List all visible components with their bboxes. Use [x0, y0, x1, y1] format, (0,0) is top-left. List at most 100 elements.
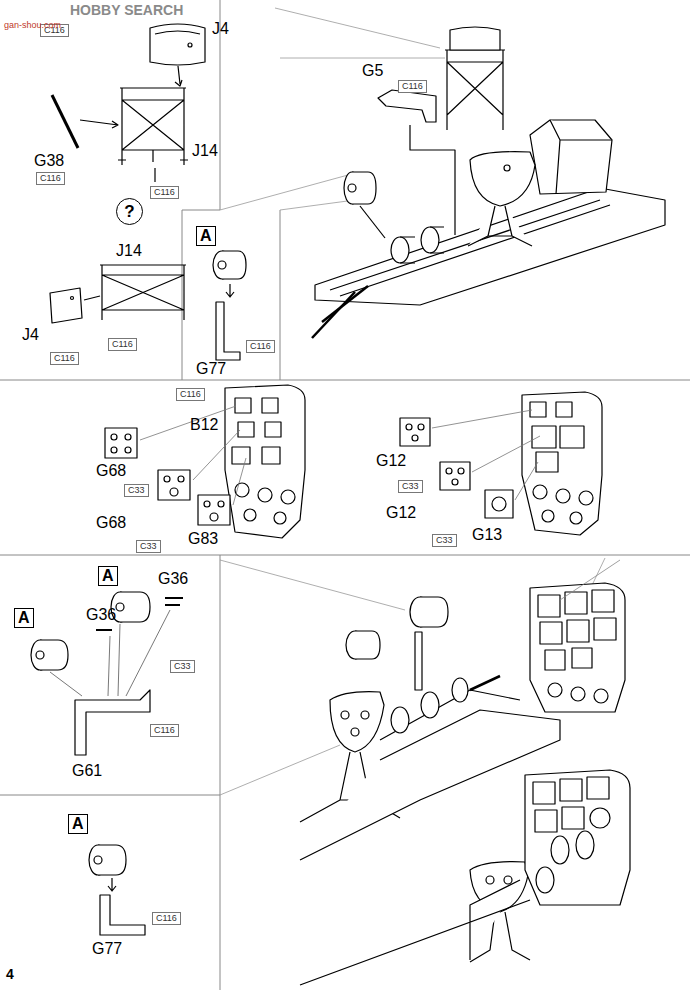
instrument-panel-right: [400, 392, 602, 535]
panel-border: [220, 555, 221, 990]
gauge-bracket-g61: [96, 629, 112, 631]
cockpit-floor: [470, 152, 535, 206]
seat-frame-j14: [52, 24, 205, 182]
part-number: J14: [116, 242, 142, 260]
gauge-g77-inset: [226, 284, 234, 297]
cockpit-floor: [410, 125, 455, 235]
node-text: A: [18, 609, 30, 626]
instrument-panel-right: [536, 452, 558, 472]
cockpit-floor: [421, 227, 439, 253]
gauge-bracket-g61: [75, 690, 150, 755]
instrument-panel-b12: [232, 447, 250, 464]
gauge-bracket-g61: [36, 651, 44, 659]
instrument-panel-right: [533, 485, 547, 499]
instrument-panel-b12: [125, 434, 131, 440]
cockpit-assembly: [540, 622, 562, 644]
node-text: C116: [54, 353, 75, 363]
leader-line: [280, 200, 355, 210]
cockpit-assembly: [330, 692, 384, 752]
leader-line: [280, 58, 445, 59]
node-text: ?: [124, 203, 134, 220]
seat-frame-j14: [118, 159, 188, 160]
instrument-panel-right: [418, 424, 424, 430]
cockpit-assembly: [548, 683, 562, 697]
gauge-bracket-g77: [89, 845, 145, 935]
instrument-panel-right: [446, 468, 452, 474]
part-number: G77: [196, 360, 226, 378]
cockpit-assembly: [562, 807, 584, 829]
cockpit-assembly: [525, 770, 630, 905]
instrument-panel-right: [579, 491, 593, 505]
gauge-bracket-g61: [116, 603, 124, 611]
instrument-panel-right: [542, 510, 554, 522]
color-code-box: C33: [170, 660, 195, 673]
cockpit-assembly: [415, 632, 422, 690]
instrument-panel-right: [452, 479, 458, 485]
instrument-panel-b12: [125, 447, 131, 453]
cockpit-floor: [391, 237, 409, 263]
node-text: C33: [140, 541, 157, 551]
cockpit-assembly: [536, 867, 554, 893]
gauge-bracket-g77: [108, 878, 116, 891]
cockpit-assembly: [571, 687, 585, 701]
cockpit-floor: [550, 120, 612, 194]
instrument-panel-right: [432, 410, 540, 500]
node-text: C116: [250, 341, 271, 351]
instrument-panel-b12: [265, 422, 281, 437]
color-code-box: C33: [124, 484, 149, 497]
instrument-panel-b12: [111, 434, 117, 440]
seat-frame-j14: [188, 43, 192, 47]
gauge-g77-inset: [218, 261, 226, 269]
seat-frame-j14: [52, 95, 78, 148]
cockpit-floor: [348, 184, 356, 192]
panel-border: [0, 555, 690, 556]
instrument-panel-b12: [281, 490, 295, 504]
instrument-panel-right: [406, 424, 412, 430]
gauge-bracket-g61: [31, 592, 183, 755]
color-code-box: C116: [152, 912, 181, 925]
node-text: C116: [40, 173, 61, 183]
part-number: G13: [472, 526, 502, 544]
cockpit-floor: [312, 292, 355, 338]
cockpit-floor: [322, 286, 368, 322]
watermark: gan-shou.com: [4, 20, 61, 30]
instrument-panel-right: [556, 402, 572, 417]
part-number: G61: [72, 762, 102, 780]
seat-frame-j14-alt: [50, 288, 82, 323]
color-code-box: C116: [176, 388, 205, 401]
color-code-box: C116: [246, 340, 275, 353]
cockpit-assembly: [535, 810, 557, 832]
part-number: G36: [158, 570, 188, 588]
cockpit-assembly: [545, 650, 565, 670]
instrument-panel-b12: [178, 476, 184, 482]
instrument-panel-b12: [262, 398, 278, 413]
question-circle: ?: [116, 198, 143, 225]
cockpit-floor: [378, 90, 436, 122]
instrument-panel-right: [492, 497, 506, 511]
instrument-panel-right: [560, 426, 584, 448]
cockpit-assembly: [486, 876, 494, 884]
seat-frame-j14-alt: [50, 265, 186, 323]
watermark: HOBBY SEARCH: [70, 2, 183, 18]
instrument-panel-b12: [105, 428, 137, 458]
node-text: C116: [154, 725, 175, 735]
node-text: C116: [402, 81, 423, 91]
instrument-panel-b12: [140, 406, 246, 505]
leader-line: [275, 8, 440, 48]
cockpit-floor: [360, 206, 385, 238]
instrument-panel-b12: [225, 385, 305, 538]
panel-border: [0, 380, 690, 381]
gauge-bracket-g61: [165, 598, 183, 605]
option-box: A: [68, 814, 88, 834]
part-number: J4: [22, 326, 39, 344]
gauge-bracket-g77: [100, 895, 145, 935]
seat-frame-j14-alt: [71, 297, 74, 300]
color-code-box: C116: [36, 172, 65, 185]
instrument-panel-b12: [238, 422, 254, 437]
part-number: G83: [188, 530, 218, 548]
node-text: C33: [174, 661, 191, 671]
instrument-panel-right: [556, 489, 570, 503]
